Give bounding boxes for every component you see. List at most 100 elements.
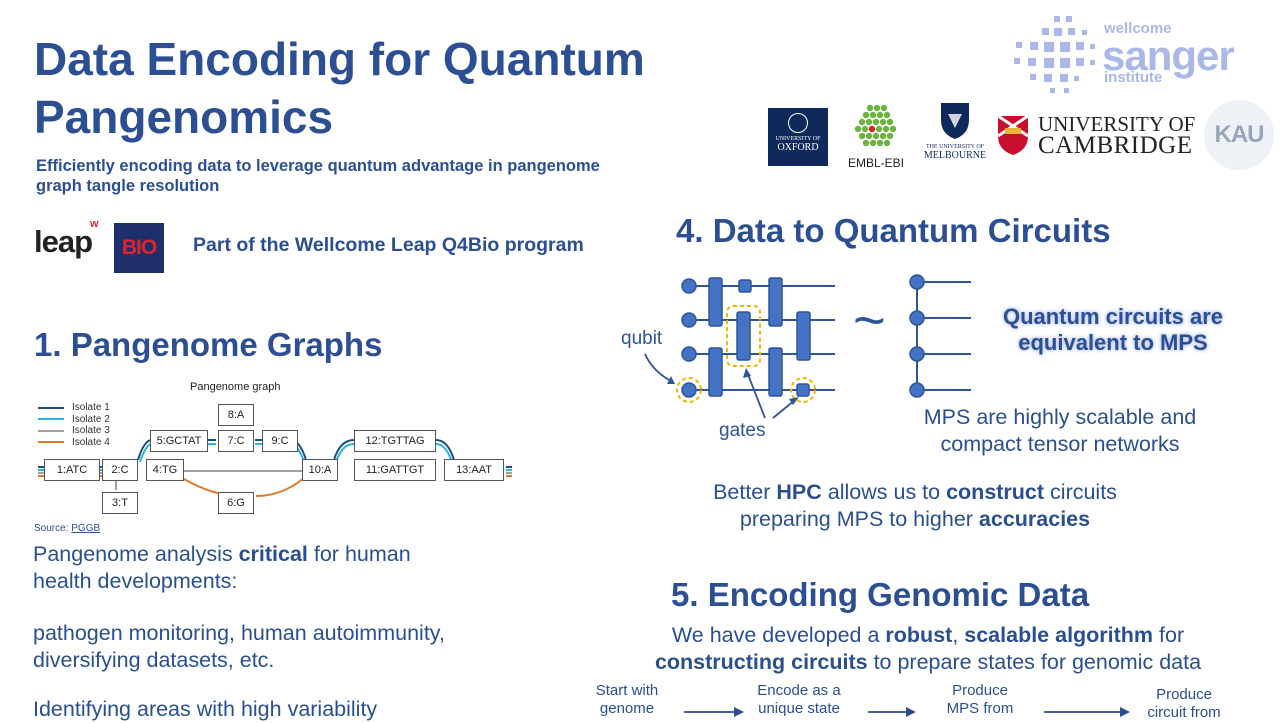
encoding-flow: Start with genome Encode as a unique sta… (580, 680, 1280, 721)
p1-pre: Pangenome analysis (33, 542, 239, 566)
legend-swatch (38, 441, 64, 444)
legend-label: Isolate 4 (72, 436, 110, 448)
kau-logo: KAU (1204, 100, 1274, 170)
circuit-svg (644, 274, 971, 419)
graph-node: 9:C (262, 430, 298, 452)
sanger-dot-grid-icon (1014, 16, 1095, 93)
graph-node: 12:TGTTAG (354, 430, 436, 452)
hpc-3: allows us to (821, 480, 947, 504)
flow-arrow-icon (1044, 707, 1130, 717)
graph-node: 3:T (102, 492, 138, 514)
oxford-logo: UNIVERSITY OF OXFORD (768, 108, 828, 166)
equivalence-note: Quantum circuits are equivalent to MPS (980, 304, 1246, 356)
page-title: Data Encoding for Quantum Pangenomics (34, 30, 734, 146)
bio-text: BIO (121, 236, 157, 259)
melbourne-crest-icon (941, 103, 969, 139)
institute-text: institute (1104, 69, 1163, 86)
legend-label: Isolate 3 (72, 425, 110, 437)
cambridge-line-2: CAMBRIDGE (1038, 132, 1193, 159)
flow-step-2-line-1: Encode as a (757, 682, 841, 699)
melbourne-line-1: THE UNIVERSITY OF (925, 144, 985, 150)
cambridge-line-1: UNIVERSITY OF (1038, 112, 1196, 136)
flow-step-4-line-2: circuit from (1147, 704, 1221, 721)
title-line-2: Pangenomics (34, 91, 334, 143)
program-text: Part of the Wellcome Leap Q4Bio program (193, 234, 584, 256)
hpc-line-1: Better HPC allows us to construct circui… (640, 479, 1190, 506)
leap-w-mark: w (90, 217, 99, 230)
source-link[interactable]: PGGB (71, 523, 101, 534)
embl-logo: EMBL-EBI (840, 102, 912, 172)
legend-item: Isolate 3 (38, 425, 110, 437)
hpc-6: preparing MPS to higher (739, 507, 979, 531)
flow-step-4-line-1: Produce (1156, 686, 1212, 703)
qubit-label: qubit (621, 328, 663, 349)
flow-step-2: Encode as a unique state (746, 682, 852, 718)
tilde-symbol: ~ (853, 288, 886, 351)
graph-node: 1:ATC (44, 459, 100, 481)
s5-l2b: to prepare states for genomic data (867, 650, 1202, 674)
legend-swatch (38, 418, 64, 421)
mps-note: MPS are highly scalable and compact tens… (890, 404, 1230, 458)
mps-line-1: MPS are highly scalable and (923, 405, 1197, 429)
p1-post: for human (307, 542, 411, 566)
hpc-note: Better HPC allows us to construct circui… (640, 479, 1190, 533)
flow-step-1-line-2: genome (599, 700, 655, 717)
hpc-4: construct (946, 480, 1045, 504)
graph-legend: Isolate 1 Isolate 2 Isolate 3 Isolate 4 (38, 402, 110, 448)
embl-hexagon-icon (854, 104, 897, 147)
section5-heading: 5. Encoding Genomic Data (671, 576, 1090, 613)
legend-item: Isolate 4 (38, 437, 110, 449)
flow-step-2-line-2: unique state (758, 700, 840, 717)
section1-paragraph-3: Identifying areas with high variability (33, 696, 573, 723)
p1-bold: critical (238, 542, 308, 566)
graph-node: 8:A (218, 404, 254, 426)
flow-step-3: Produce MPS from (930, 682, 1030, 718)
graph-node: 4:TG (146, 459, 184, 481)
graph-node: 7:C (218, 430, 254, 452)
graph-node: 5:GCTAT (150, 430, 208, 452)
melbourne-logo: THE UNIVERSITY OF MELBOURNE (920, 100, 990, 172)
hpc-7: accuracies (978, 507, 1091, 531)
subtitle: Efficiently encoding data to leverage qu… (36, 156, 696, 196)
melbourne-line-2: MELBOURNE (923, 150, 987, 161)
flow-step-3-line-2: MPS from (946, 700, 1014, 717)
title-line-1: Data Encoding for Quantum (34, 33, 645, 85)
p2-line-2: diversifying datasets, etc. (33, 648, 275, 672)
wellcome-text: wellcome (1104, 20, 1172, 37)
p3-line-1: Identifying areas with high variability (33, 697, 378, 721)
section1-paragraph-2: pathogen monitoring, human autoimmunity,… (33, 620, 573, 674)
oxford-crest-icon (788, 113, 808, 133)
equiv-line-1: Quantum circuits are (1002, 304, 1224, 329)
legend-swatch (38, 406, 64, 409)
legend-swatch (38, 429, 64, 432)
hpc-5: circuits (1044, 480, 1117, 504)
subtitle-line-2: graph tangle resolution (36, 177, 220, 195)
equiv-line-2: equivalent to MPS (1018, 330, 1208, 355)
hpc-line-2: preparing MPS to higher accuracies (640, 506, 1190, 533)
graph-node: 13:AAT (444, 459, 504, 481)
legend-label: Isolate 2 (72, 413, 110, 425)
graph-node: 10:A (302, 459, 338, 481)
kau-text: KAU (1214, 121, 1265, 148)
s5-line-2: constructing circuits to prepare states … (600, 649, 1256, 676)
legend-item: Isolate 2 (38, 414, 110, 426)
graph-node: 11:GATTGT (354, 459, 436, 481)
hpc-1: Better (713, 480, 777, 504)
s5-l1b: robust (885, 623, 953, 647)
source-label: Source: (34, 523, 69, 534)
oxford-line-1: UNIVERSITY OF (775, 136, 821, 142)
flow-step-1: Start with genome (580, 682, 674, 718)
cambridge-logo: UNIVERSITY OF CAMBRIDGE (996, 112, 1196, 160)
leap-text: leap (34, 224, 93, 259)
oxford-line-2: OXFORD (777, 142, 819, 153)
s5-l1d: scalable algorithm (964, 623, 1154, 647)
embl-text: EMBL-EBI (847, 156, 904, 170)
legend-label: Isolate 1 (72, 402, 110, 414)
sanger-logo: wellcome sanger institute (1010, 14, 1260, 98)
legend-item: Isolate 1 (38, 402, 110, 414)
gates-label: gates (719, 420, 766, 441)
graph-title: Pangenome graph (190, 381, 281, 393)
cambridge-shield-icon (997, 114, 1029, 155)
bio-logo: BIO (114, 223, 164, 273)
p2-line-1: pathogen monitoring, human autoimmunity, (33, 621, 445, 645)
